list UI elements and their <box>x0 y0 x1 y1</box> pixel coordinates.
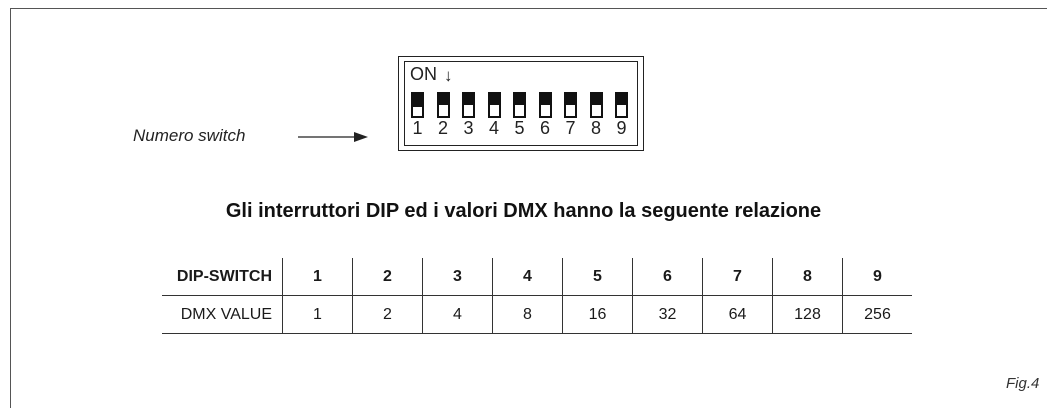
switch-number: 7 <box>565 118 576 138</box>
dip-switch <box>589 92 603 118</box>
table-cell: 32 <box>632 295 703 334</box>
dip-switch <box>411 92 424 118</box>
table-header-cell: 2 <box>352 258 423 296</box>
figure-label: Fig.4 <box>1006 375 1040 392</box>
table-header-cell: 7 <box>702 258 773 296</box>
switch-number: 5 <box>514 118 525 138</box>
table-header-cell: 8 <box>772 258 843 296</box>
table-header-cell: 9 <box>842 258 912 296</box>
switch-lever <box>489 94 499 105</box>
switch-number: 3 <box>463 118 474 138</box>
switch-lever <box>540 94 550 105</box>
dip-switch <box>564 92 577 118</box>
table-cell: 16 <box>562 295 633 334</box>
down-arrow-icon: ↓ <box>444 66 453 85</box>
numero-switch-label: Numero switch <box>133 126 246 145</box>
switch-number: 1 <box>412 118 423 138</box>
figure-frame <box>10 8 1047 408</box>
switch-lever <box>566 94 575 105</box>
table-cell: 64 <box>702 295 773 334</box>
table-cell: 256 <box>842 295 912 334</box>
switch-lever <box>413 94 422 108</box>
switch-lever <box>464 94 473 105</box>
dip-switch <box>538 92 552 118</box>
dip-switch-header: DIP-SWITCH <box>162 258 283 296</box>
switch-number: 8 <box>590 118 601 138</box>
dip-switch <box>615 92 628 118</box>
dmx-value-label: DMX VALUE <box>162 295 283 334</box>
table-cell: 128 <box>772 295 843 334</box>
table-cell: 8 <box>492 295 563 334</box>
on-label: ON <box>410 64 437 84</box>
table-cell: 4 <box>422 295 493 334</box>
switch-number: 4 <box>488 118 499 138</box>
switch-number: 6 <box>539 118 550 138</box>
dip-switch <box>436 92 450 118</box>
switch-lever <box>617 94 626 105</box>
table-header-cell: 6 <box>632 258 703 296</box>
table-cell: 2 <box>352 295 423 334</box>
dip-switch-outer-frame <box>398 56 644 151</box>
table-header-cell: 5 <box>562 258 633 296</box>
switch-number: 9 <box>616 118 627 138</box>
switch-lever <box>515 94 524 105</box>
dip-switch <box>462 92 475 118</box>
relation-heading: Gli interruttori DIP ed i valori DMX han… <box>225 200 822 222</box>
table-header-cell: 3 <box>422 258 493 296</box>
table-header-cell: 1 <box>282 258 353 296</box>
switch-lever <box>591 94 601 105</box>
arrow-right-icon <box>298 132 368 142</box>
table-cell: 1 <box>282 295 353 334</box>
dip-switch <box>513 92 526 118</box>
dip-switch <box>487 92 501 118</box>
dip-switch-inner-frame <box>404 61 638 146</box>
switch-lever <box>438 94 448 105</box>
switch-number: 2 <box>437 118 448 138</box>
table-header-cell: 4 <box>492 258 563 296</box>
